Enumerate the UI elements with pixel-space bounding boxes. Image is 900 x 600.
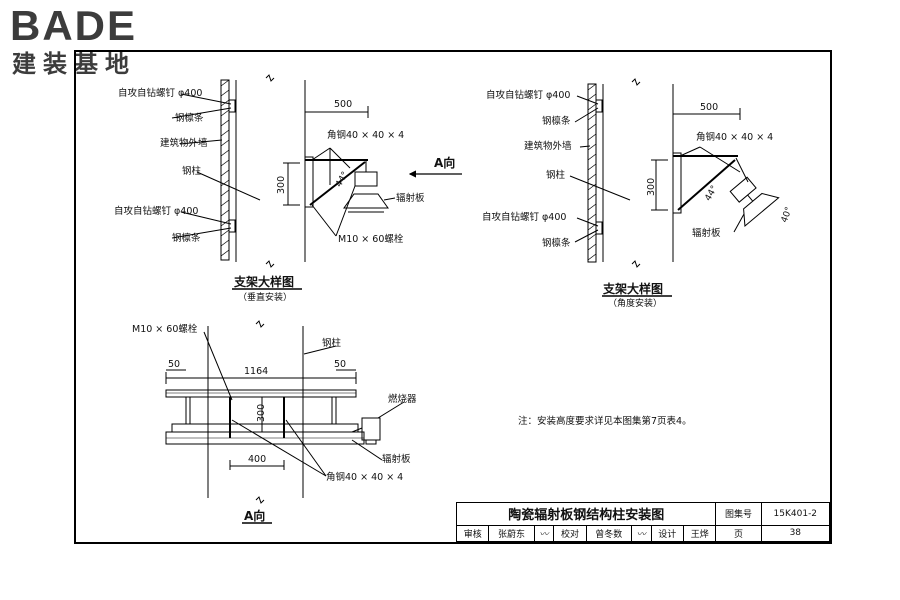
right-purlin-top [595,99,603,113]
view-a-dim-50-right: 50 [334,359,346,370]
left-label-wall: 建筑物外墙 [160,137,208,149]
designer-name: 王烨 [683,524,717,543]
right-bracket-diagonal [677,159,736,211]
left-detail [171,74,462,268]
left-heater-reflector [343,193,389,209]
logo-brand: BADE [10,2,138,49]
right-heater-reflector [743,192,780,228]
left-angle-44: 44° [334,170,351,189]
page-number: 38 [760,524,831,543]
right-label-purlin-bottom: 钢檩条 [542,237,571,249]
view-a [165,320,405,504]
right-wall-hatch [587,83,597,261]
right-label-radiant-plate: 辐射板 [692,227,721,239]
right-detail-text: 自攻自钻螺钉 φ400 钢檩条 建筑物外墙 钢柱 自攻自钻螺钉 φ400 钢檩条… [482,89,795,309]
right-subcaption: （角度安装） [608,297,662,309]
right-label-purlin-top: 钢檩条 [542,115,571,127]
right-detail [569,78,780,268]
review-label: 审核 [455,524,490,543]
view-a-dim-400: 400 [248,454,266,465]
view-a-label-angle-steel: 角钢40 × 40 × 4 [326,471,403,483]
left-label-view-a: A向 [434,155,455,170]
left-label-purlin-top: 钢檩条 [175,112,204,124]
logo-subtitle: 建装基地 [12,50,136,78]
right-caption: 支架大样图 [602,281,663,296]
left-purlin-bottom [228,219,236,233]
drawing-title: 陶瓷辐射板钢结构柱安装图 [455,502,717,526]
view-a-label-column: 钢柱 [322,337,342,349]
left-label-column: 钢柱 [182,165,202,177]
right-purlin-bottom [595,221,603,235]
checker-signature: 〰 [630,524,652,543]
left-subcaption: （垂直安装） [238,291,292,303]
title-block: 陶瓷辐射板钢结构柱安装图 图集号 15K401-2 审核 张蔚东 〰 校对 曾冬… [455,502,831,543]
right-dim-500: 500 [700,102,718,113]
reviewer-signature: 〰 [533,524,555,543]
design-label: 设计 [650,524,685,543]
left-heater-body [354,171,378,187]
view-a-text: M10 × 60螺栓 钢柱 1164 50 50 300 400 燃烧器 辐射板… [132,323,417,524]
atlas-number: 15K401-2 [760,502,831,526]
left-dim-300: 300 [276,176,287,194]
left-label-radiant-plate: 辐射板 [396,192,425,204]
drawing-sheet-border [74,50,832,544]
left-caption: 支架大样图 [233,274,294,289]
view-a-top-angle [165,389,357,398]
right-label-angle-steel: 角钢40 × 40 × 4 [696,131,773,143]
left-label-screw-top: 自攻自钻螺钉 φ400 [118,87,202,99]
view-a-dim-1164: 1164 [244,366,268,377]
left-label-angle-steel: 角钢40 × 40 × 4 [327,129,404,141]
page-label: 页 [715,524,762,543]
left-label-screw-bottom: 自攻自钻螺钉 φ400 [114,205,198,217]
right-label-screw-bottom: 自攻自钻螺钉 φ400 [482,211,566,223]
view-a-label-bolt: M10 × 60螺栓 [132,323,198,335]
reviewer-name: 张蔚东 [488,524,535,543]
bade-logo: BADE 建装基地 [10,4,180,84]
right-heater-body [729,176,757,203]
atlas-label: 图集号 [715,502,762,526]
right-angle-40: 40° [780,206,795,224]
right-angle-44: 44° [703,184,720,203]
right-wall [587,83,597,263]
view-a-dim-300: 300 [256,404,267,422]
left-bracket-diagonal [309,161,366,206]
left-label-bolt: M10 × 60螺栓 [338,233,404,245]
installation-note: 注：安装高度要求详见本图集第7页表4。 [518,415,692,427]
checker-name: 曾冬数 [585,524,632,543]
left-detail-text: 自攻自钻螺钉 φ400 钢檩条 建筑物外墙 钢柱 自攻自钻螺钉 φ400 钢檩条… [114,87,455,303]
view-a-caption: A向 [244,508,265,523]
right-label-column: 钢柱 [546,169,566,181]
right-label-screw-top: 自攻自钻螺钉 φ400 [486,89,570,101]
view-a-label-radiant-plate: 辐射板 [382,453,411,465]
left-dim-500: 500 [334,99,352,110]
view-a-burner [361,417,381,441]
check-label: 校对 [553,524,587,543]
right-dim-300: 300 [646,178,657,196]
view-a-dim-50-left: 50 [168,359,180,370]
left-label-purlin-bottom: 钢檩条 [172,232,201,244]
view-a-label-burner: 燃烧器 [388,393,417,405]
left-purlin-top [228,99,236,113]
right-label-wall: 建筑物外墙 [524,140,572,152]
